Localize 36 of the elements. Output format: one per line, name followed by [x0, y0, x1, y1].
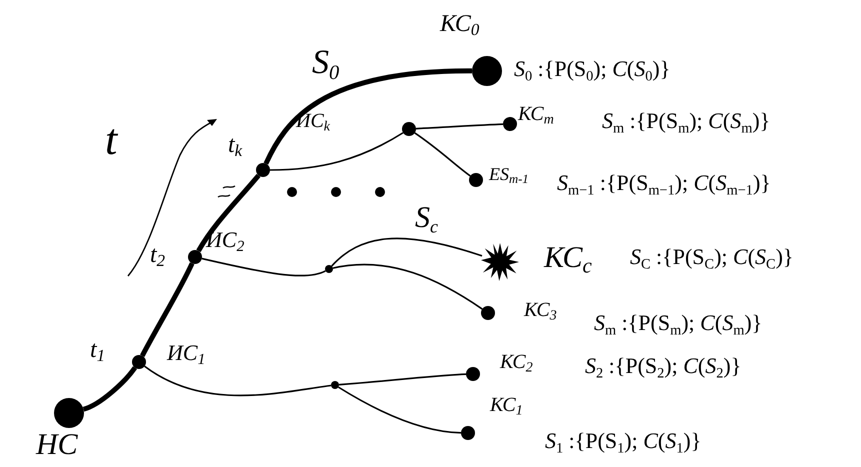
state-label: КС$_{1}$	[490, 395, 523, 418]
state-formula: S$_{m}$ :{P(S$_{m}$); C(S$_{m}$)}	[602, 110, 770, 136]
main-trajectory-line	[196, 174, 260, 252]
branch-line	[338, 386, 462, 434]
branch-line	[144, 366, 332, 396]
branch-line	[338, 373, 466, 386]
state-label: КС$_{0}$	[440, 12, 480, 39]
time-label: t$_{k}$	[228, 133, 242, 160]
main-trajectory-line	[82, 366, 137, 412]
main-trajectory-line	[264, 68, 472, 165]
main-trajectory-line	[140, 262, 194, 357]
branch-line	[202, 258, 326, 276]
branch-dot	[325, 265, 333, 273]
branch-line	[416, 123, 504, 130]
state-label: КС$_{3}$	[524, 300, 557, 324]
state-label: КС$_{2}$	[500, 352, 533, 376]
branch-dot	[331, 381, 339, 389]
state-formula: S$_{C}$ :{P(S$_{C}$); C(S$_{C}$)}	[630, 246, 794, 272]
branch-line	[331, 238, 482, 267]
branch-line	[332, 264, 483, 310]
state-label: КС$_{m}$	[518, 104, 554, 128]
time-label: t$_{1}$	[90, 338, 106, 365]
branch-line	[414, 132, 471, 177]
state-label: ES$_{m-1}$	[489, 165, 529, 186]
state-label: КС$_{c}$	[544, 243, 592, 276]
time-axis-label: t	[105, 118, 118, 162]
state-label: НС	[36, 430, 78, 460]
state-formula: S$_{m}$ :{P(S$_{m}$); C(S$_{m}$)}	[594, 312, 762, 338]
state-formula: S$_{1}$ :{P(S$_{1}$); C(S$_{1}$)}	[545, 430, 702, 456]
branch-line	[270, 132, 404, 171]
time-label: t$_{2}$	[150, 243, 166, 270]
state-formula: S$_{m−1}$ :{P(S$_{m−1}$); C(S$_{m−1}$)}	[557, 172, 771, 198]
state-label: ИС$_{1}$	[167, 342, 206, 368]
branch-dot	[402, 122, 416, 136]
state-formula: S$_{2}$ :{P(S$_{2}$); C(S$_{2}$)}	[585, 355, 742, 381]
state-formula: S$_{0}$ :{P(S$_{0}$); C(S$_{0}$)}	[514, 58, 670, 84]
